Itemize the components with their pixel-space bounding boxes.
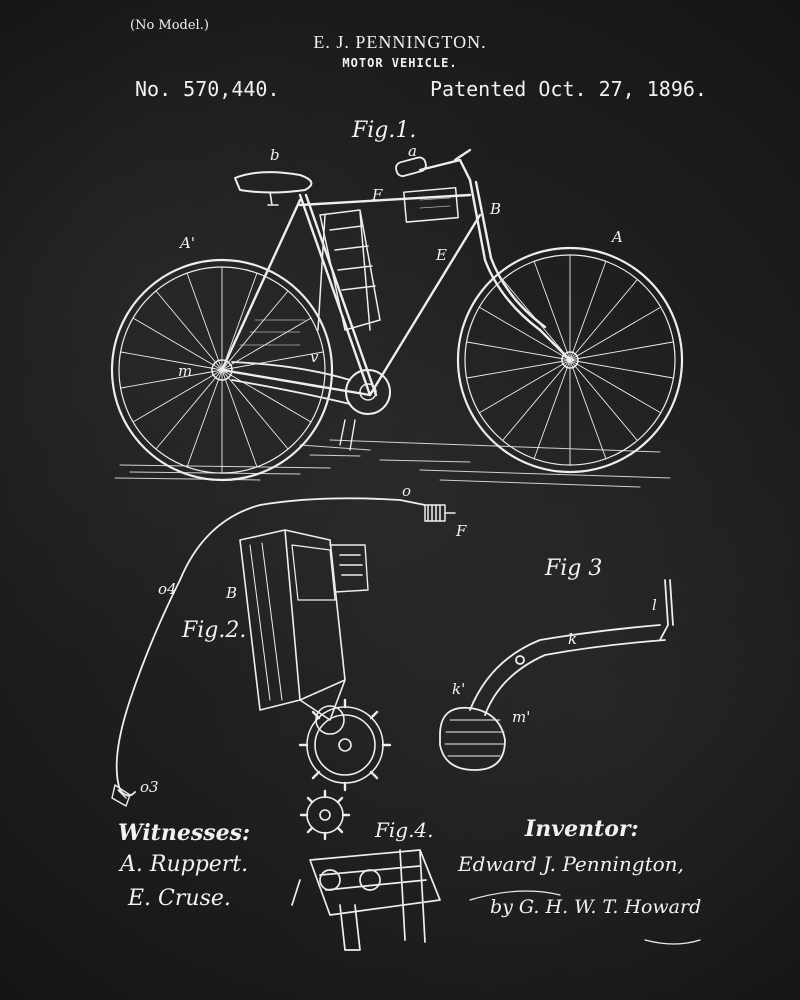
fig2-label: Fig.2. (182, 618, 247, 643)
label-fig2-B: B (226, 584, 238, 602)
fig4-detail (291, 849, 441, 951)
label-F: F (372, 186, 383, 204)
label-k: k (568, 630, 578, 648)
front-wheel (456, 246, 684, 474)
fig1-label: Fig.1. (352, 118, 417, 143)
label-l: l (652, 596, 657, 614)
label-o3: o3 (140, 778, 159, 796)
witness-2: E. Cruse. (128, 886, 231, 911)
label-A-prime: A' (180, 234, 195, 252)
attorney-signature: by G. H. W. T. Howard (490, 896, 702, 918)
label-A: A (612, 228, 623, 246)
signature-flourishes (469, 890, 701, 945)
witness-1: A. Ruppert. (120, 852, 249, 877)
label-E: E (436, 246, 447, 264)
fig3-label: Fig 3 (545, 556, 603, 581)
label-B: B (490, 200, 502, 218)
label-m: m (178, 362, 193, 380)
fig3-crank (439, 579, 674, 771)
no-model-note: (No Model.) (130, 18, 209, 33)
patent-date: Patented Oct. 27, 1896. (430, 77, 707, 101)
label-k-prime: k' (452, 680, 466, 698)
label-b: b (270, 146, 280, 164)
label-m-prime: m' (512, 708, 531, 726)
label-a: a (408, 142, 417, 160)
inventor-name: E. J. PENNINGTON. (313, 32, 487, 52)
fig4-label: Fig.4. (375, 818, 434, 842)
witnesses-heading: Witnesses: (118, 820, 251, 846)
bicycle-frame (220, 148, 572, 397)
label-fig2-o: o (402, 482, 412, 500)
patent-title: MOTOR VEHICLE. (342, 56, 458, 70)
fig2-motor-detail (111, 497, 456, 841)
label-fig2-F: F (456, 522, 467, 540)
motor-assembly (231, 186, 459, 451)
inventor-heading: Inventor: (525, 816, 639, 842)
frame-shading (239, 197, 451, 346)
patent-number: No. 570,440. (135, 77, 280, 101)
inventor-signature: Edward J. Pennington, (458, 852, 684, 876)
fig1-bicycle (110, 148, 684, 488)
label-v: v (310, 348, 319, 366)
label-o4: o4 (158, 580, 177, 598)
